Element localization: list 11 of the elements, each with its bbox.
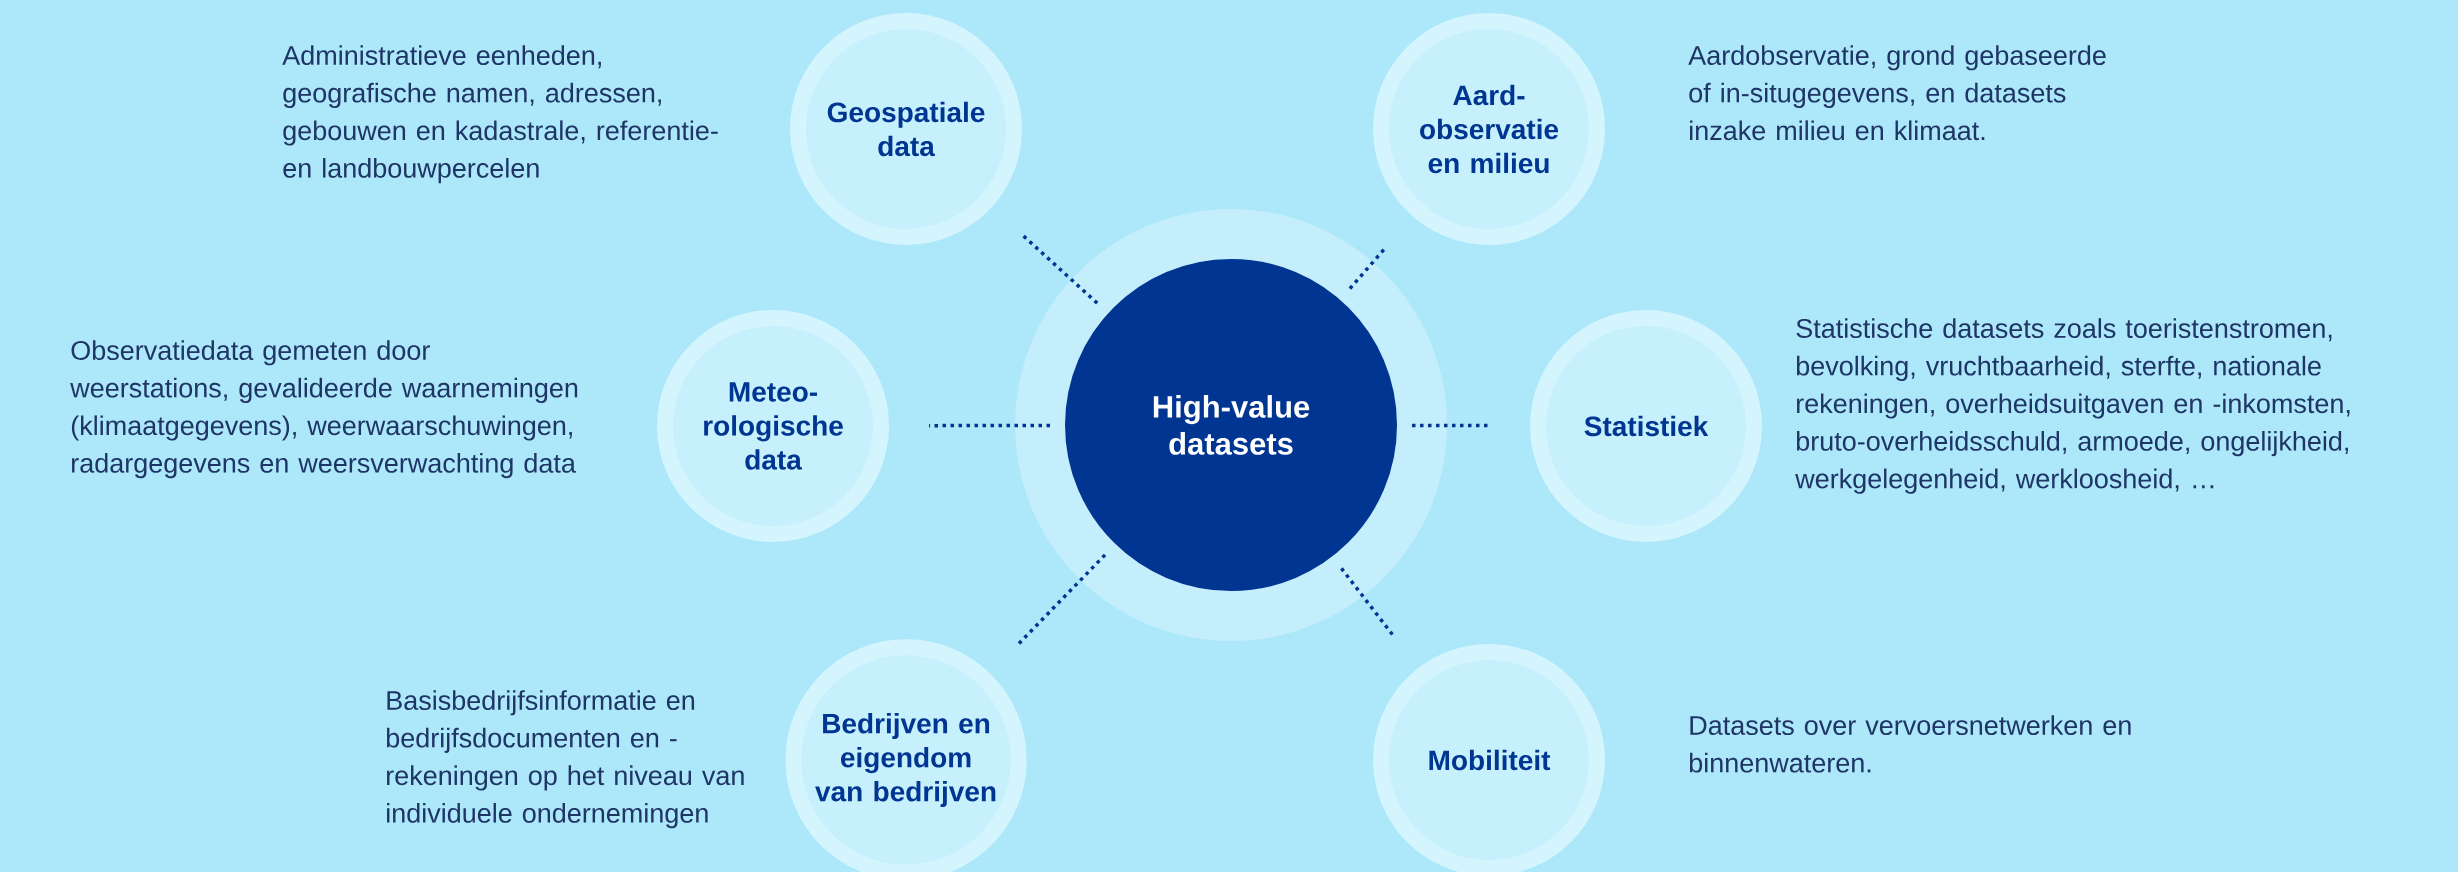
description-text: Basisbedrijfsinformatie en bedrijfsdocumenten en - rekeningen op het niveau van individuele ondernemingen bbox=[386, 690, 744, 829]
description-text: Administratieve eenheden, geografische namen, adressen, gebouwen en kadastrale, referentie- en landbouwpercelen bbox=[282, 45, 718, 184]
dotted-connector bbox=[1016, 553, 1107, 646]
dotted-connector bbox=[1340, 567, 1396, 638]
description-text: Observatiedata gemeten door weerstations, gevalideerde waarnemingen (klimaatgegevens), weerwaarschuwingen, radargegevens en weersverwachting data bbox=[70, 340, 578, 479]
dotted-connector bbox=[1412, 423, 1491, 428]
dotted-connector bbox=[1020, 232, 1099, 305]
description-text: Datasets over vervoersnetwerken en binnenwateren. bbox=[1689, 715, 2131, 773]
dotted-connector bbox=[929, 423, 1050, 428]
description-text: Statistische datasets zoals toeristenstromen, bevolking, vruchtbaarheid, sterfte, nationale rekeningen, overheidsuitgaven en -inkomsten, bruto-overheidsschuld, armoede, ongelijkheid, werkgelegenheid, werkloosheid, … bbox=[1795, 318, 2350, 494]
description-text: Aardobservatie, grond gebaseerde of in-situgegevens, en datasets inzake milieu en klimaat. bbox=[1688, 45, 2106, 141]
